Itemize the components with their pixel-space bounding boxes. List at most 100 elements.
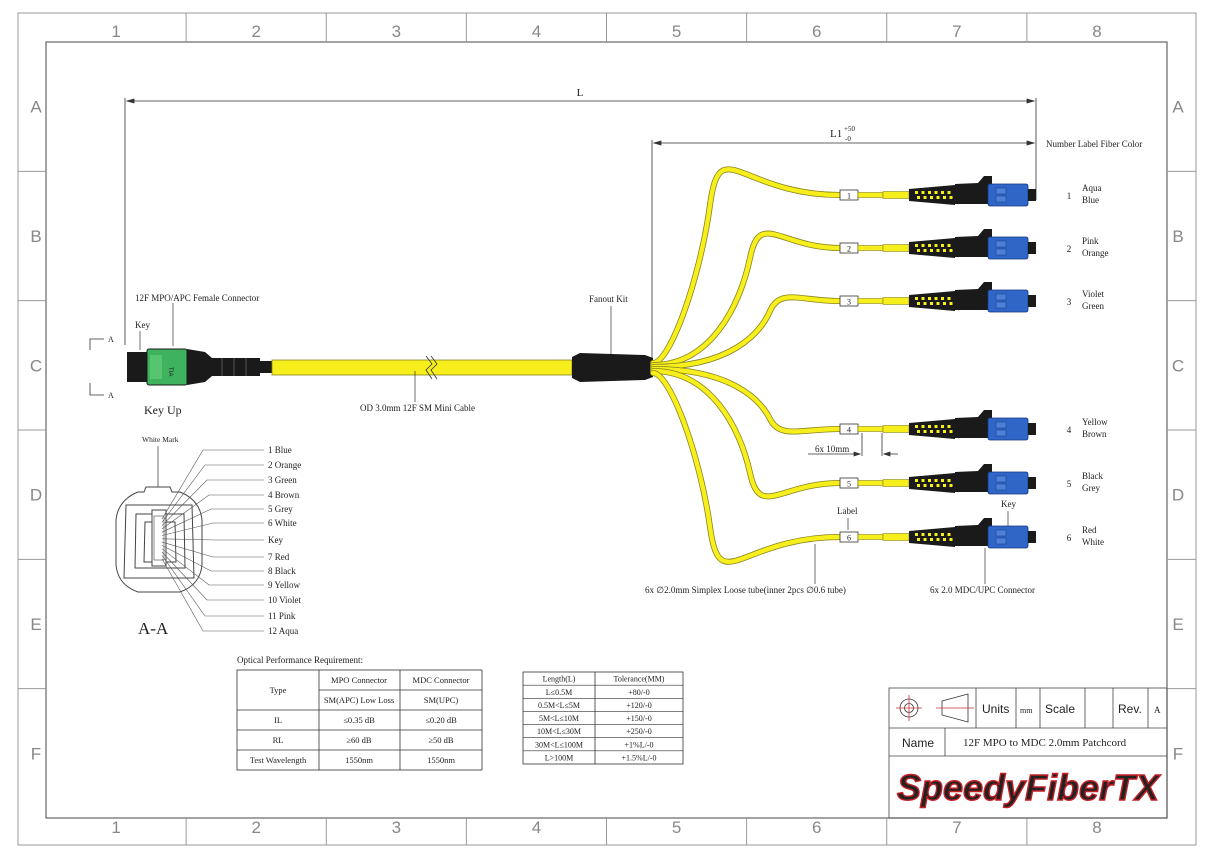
grid-column-label: 2 xyxy=(251,818,260,837)
latch xyxy=(955,229,992,240)
grid-column-label: 7 xyxy=(952,22,961,41)
optical-table xyxy=(236,669,483,771)
leg-color-2: White xyxy=(1082,537,1104,547)
strain-relief-boot xyxy=(909,473,955,493)
grid-column-label: 8 xyxy=(1092,22,1101,41)
boot-rib xyxy=(917,249,920,252)
loose-tube xyxy=(650,368,843,499)
boot-rib xyxy=(943,430,946,433)
tolerance-header-tol: Tolerance(MM) xyxy=(614,675,665,684)
tolerance-value-cell: +1.5%L/-0 xyxy=(622,754,657,763)
number-label-text: 4 xyxy=(847,426,851,435)
boot-rib xyxy=(936,249,940,252)
tolerance-length-cell: L>100M xyxy=(545,754,574,763)
grid-row-label: A xyxy=(30,98,42,117)
fiber-order-label: 7 Red xyxy=(268,552,290,562)
number-label-text: 6 xyxy=(847,534,851,543)
boot-rib xyxy=(915,425,918,428)
loose-tube xyxy=(650,231,843,368)
boot-rib xyxy=(928,244,931,247)
dimension-L-label: L xyxy=(577,87,584,99)
optical-header-mdc: MDC Connector xyxy=(413,675,470,685)
boot-rib xyxy=(915,244,918,247)
name-label: Name xyxy=(902,736,934,750)
leg-number: 1 xyxy=(1067,191,1072,201)
grid-row-label: E xyxy=(30,615,41,634)
number-label-text: 1 xyxy=(847,192,851,201)
boot-rib xyxy=(941,479,944,482)
optical-title: Optical Performance Requirement: xyxy=(237,655,363,665)
tolerance-value-cell: +80/-0 xyxy=(628,688,649,697)
title-block xyxy=(888,687,1168,819)
fiber-leader xyxy=(161,449,264,520)
boot-rib xyxy=(949,538,953,541)
grid-row-label: B xyxy=(1172,227,1183,246)
connector-housing xyxy=(955,420,992,438)
boot-rib xyxy=(934,425,938,428)
fanout-kit-body xyxy=(572,353,653,382)
grid-row-label: E xyxy=(1172,615,1183,634)
grid-column-label: 1 xyxy=(111,818,120,837)
grid-column-label: 4 xyxy=(532,22,541,41)
boot-rib xyxy=(917,484,920,487)
header-right-label: Number Label Fiber Color xyxy=(1046,139,1142,149)
tube-segment xyxy=(857,298,884,304)
grid-column-label: 7 xyxy=(952,818,961,837)
fiber-leader xyxy=(161,538,264,541)
leg-number: 4 xyxy=(1067,425,1072,435)
name-value: 12F MPO to MDC 2.0mm Patchcord xyxy=(963,737,1127,749)
number-label-text: 5 xyxy=(847,480,851,489)
units-label: Units xyxy=(982,702,1009,716)
boot-rib xyxy=(917,538,920,541)
latch xyxy=(955,518,992,529)
connector-housing xyxy=(955,528,992,546)
ferrule-port xyxy=(995,301,1007,309)
connector-tip xyxy=(1028,189,1036,201)
spacing-label: 6x 10mm xyxy=(815,444,849,454)
dimension-L1-tol-lower: -0 xyxy=(845,135,851,143)
fiber-leader xyxy=(161,541,264,558)
tolerance-table xyxy=(522,671,684,765)
grid-row-label: F xyxy=(1173,744,1183,763)
tolerance-length-cell: 10M<L≤30M xyxy=(537,727,581,736)
boot-rib xyxy=(934,191,938,194)
boot-rib xyxy=(949,430,953,433)
boot-rib xyxy=(941,425,944,428)
ferrule-port xyxy=(995,429,1007,437)
fiber-order-label: 2 Orange xyxy=(268,460,301,470)
grid-ticks xyxy=(18,13,1196,845)
boot-rib xyxy=(923,249,927,252)
fiber-order-label: 1 Blue xyxy=(268,445,292,455)
mdc-connector-body xyxy=(987,417,1029,441)
connector-housing xyxy=(955,239,992,257)
boot-rib xyxy=(921,533,925,536)
boot-rib xyxy=(941,533,944,536)
loose-tube xyxy=(650,167,843,366)
mdc-connector-label: 6x 2.0 MDC/UPC Connector xyxy=(930,585,1035,595)
tube-segment xyxy=(882,479,910,487)
boot-rib xyxy=(943,249,946,252)
fiber-order-label: 5 Grey xyxy=(268,504,293,514)
connector-housing xyxy=(955,292,992,310)
fiber-order-label: 4 Brown xyxy=(268,490,300,500)
fiber-order-label: Key xyxy=(268,535,283,545)
optical-sub-mpo: SM(APC) Low Loss xyxy=(324,695,394,705)
fiber-leader xyxy=(161,555,264,617)
tolerance-length-cell: 30M<L≤100M xyxy=(535,740,583,749)
fiber-order-label: 10 Violet xyxy=(268,595,302,605)
tube-label-callout: Label xyxy=(837,506,858,516)
strain-relief-boot xyxy=(909,419,955,439)
optical-sub-mdc: SM(UPC) xyxy=(424,695,459,705)
mpo-connector-label: 12F MPO/APC Female Connector xyxy=(135,293,259,303)
tolerance-length-cell: 5M<L≤10M xyxy=(539,714,579,723)
strain-relief-boot xyxy=(909,527,955,547)
boot-rib xyxy=(934,297,938,300)
loose-tube-outline xyxy=(650,294,843,370)
grid-row-label: F xyxy=(31,744,41,763)
boot-rib xyxy=(928,479,931,482)
connector-housing xyxy=(955,186,992,204)
leg-color-1: Pink xyxy=(1082,236,1099,246)
boot-rib xyxy=(949,302,953,305)
